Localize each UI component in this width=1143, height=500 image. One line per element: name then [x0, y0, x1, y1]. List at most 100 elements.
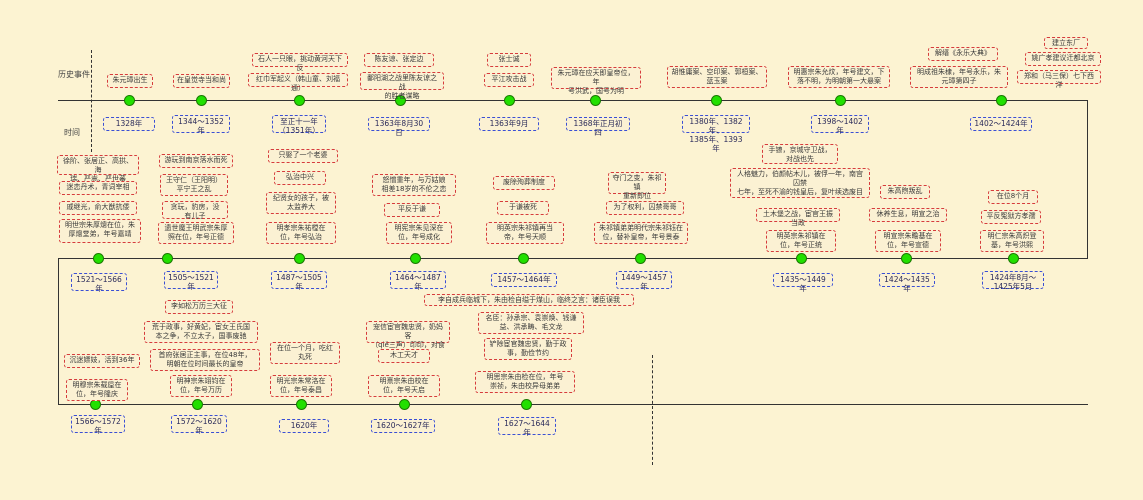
event-box: 姚广孝建议迁都北京	[1025, 52, 1101, 66]
timeline-node	[409, 252, 421, 264]
timeline-node	[195, 94, 207, 106]
event-box: 明世宗朱厚熜在位，朱 厚熜堂弟，年号嘉靖	[59, 219, 141, 243]
time-box: 1344～1352 年	[172, 115, 230, 135]
event-box: 人格魅力，伯颜帖木儿，被俘一年，南宫囚禁 七年，至死不渝的钱皇后，复叶续选废目	[730, 168, 870, 198]
event-box: 平反于谦	[384, 203, 440, 217]
event-box: 李如松万历三大征	[165, 300, 233, 314]
time-box: 1424～1435年	[879, 273, 935, 293]
event-box: 明神宗朱翊钧在 位，年号万历	[170, 375, 232, 397]
event-box: 明英宗朱祁镇在 位，年号正统	[766, 230, 836, 252]
event-box: 荒于政事，好黄妃，宦女王氏国 本之争，不立太子，国事废驰	[144, 321, 258, 343]
time-box: 1521～1566 年	[71, 273, 127, 293]
time-box: 1566～1572 年	[71, 415, 125, 435]
event-box: 明宪宗朱见深在 位，年号成化	[386, 222, 452, 244]
event-box: 朱高煦叛乱	[880, 185, 930, 199]
timeline-row-1	[58, 100, 1088, 101]
event-box: 王守仁（王阳明） 平宁王之乱	[160, 174, 228, 196]
time-box: 1368年正月初四	[566, 117, 630, 137]
event-box: 明思宗朱由检在位，年号 崇祯，朱由校异母弟弟	[475, 371, 575, 393]
time-box: 1505～1521 年	[164, 271, 218, 291]
time-box: 至正十一年 （1351年）	[272, 115, 326, 135]
event-box: 徐阶、张居正、高拱、海 瑞、严嵩、严世蕃	[57, 155, 139, 183]
timeline-node	[191, 398, 203, 410]
timeline-connector-right	[1087, 100, 1088, 258]
timeline-row-3	[58, 404, 1088, 405]
timeline-node	[1007, 252, 1019, 264]
event-box: 怒憎重年，与万姑娘 相差18岁的不伦之恋	[372, 174, 456, 196]
event-box: 铲除宦官魏忠贤，勤于政 事，勤俭节约	[484, 338, 572, 360]
event-box: 游玩到南京落水而死	[159, 154, 233, 168]
event-box: 沉迷嫖妓，活到36年	[64, 354, 140, 368]
event-box: 戚继光，俞大猷抗倭	[59, 201, 137, 215]
event-box: 明宣宗朱瞻基在 位，年号宣德	[875, 230, 941, 252]
event-box: 贪玩，豹房，没 有儿子	[162, 201, 228, 220]
event-box: 木工天才	[378, 349, 430, 363]
event-box: 遗世魔王明武宗朱厚 照在位，年号正德	[158, 222, 234, 244]
time-box: 1363年9月	[479, 117, 539, 131]
time-box: 1464～1487 年	[390, 271, 446, 291]
timeline-node	[92, 252, 104, 264]
event-box: 陈友谅、张定边	[364, 53, 434, 67]
event-box: 平江攻击战	[484, 73, 534, 87]
divider-top	[91, 50, 92, 152]
time-box: 1424年8月～ 1425年5月	[982, 271, 1044, 291]
event-box: 明成祖朱棣，年号永乐，朱 元璋第四子	[910, 66, 1008, 88]
timeline-node	[795, 252, 807, 264]
event-box: 胡惟庸案、空印案、郭桓案、 蓝玉案	[667, 66, 767, 88]
timeline-node	[398, 398, 410, 410]
event-box: 明穆宗朱载垕在 位，年号隆庆	[66, 379, 128, 401]
time-box: 1449～1457 年	[616, 271, 672, 291]
event-box: 朱元璋出生	[107, 74, 153, 88]
timeline-node	[900, 252, 912, 264]
event-box: 废除殉葬制度	[493, 176, 555, 190]
time-box: 1328年	[103, 117, 155, 131]
events-row-label: 历史事件	[58, 70, 90, 79]
event-box: 解缙《永乐大典》	[928, 47, 998, 61]
event-box: 为了权利，囚禁哥哥	[606, 201, 684, 215]
time-box: 1398～1402 年	[811, 115, 869, 135]
timeline-connector-left	[58, 258, 59, 404]
timeline-node	[634, 252, 646, 264]
event-box: 明英宗朱祁镇再当 帝，年号天顺	[486, 222, 564, 244]
timeline-node	[161, 252, 173, 264]
timeline-node	[295, 398, 307, 410]
time-box: 1487～1505 年	[271, 271, 327, 291]
event-box: 在位一个月，吃红 丸死	[270, 342, 340, 364]
event-box: 石人一只眼，挑动黄河天下反	[252, 53, 348, 72]
event-box: 明光宗朱常洛在 位，年号泰昌	[270, 375, 332, 397]
timeline-node	[520, 398, 532, 410]
event-box: 明仁宗朱高炽登 基，年号洪熙	[980, 230, 1044, 252]
event-box: 纪贤女的孩子，被 太监养大	[266, 192, 336, 214]
event-box: 鄱阳湖之战里陈友谅之战 的胜者谋略	[360, 72, 444, 100]
event-box: 郑和（马三保）七下西洋	[1017, 70, 1101, 89]
event-box: 只娶了一个老婆	[268, 149, 338, 163]
time-box: 1620年	[279, 419, 329, 433]
timeline-node	[394, 94, 406, 106]
event-box: 张士诚	[487, 53, 531, 67]
timeline-node	[503, 94, 515, 106]
timeline-node	[517, 252, 529, 264]
event-box: 土木堡之战，宦官王振当政	[756, 208, 840, 227]
event-box: 朱祁镇弟弟明代宗朱祁钰在 位，替补皇帝，年号景泰	[594, 222, 688, 244]
event-box: 明惠宗朱允炆，年号建文，下 落不明，为明朝第一大悬案	[788, 66, 890, 88]
time-box: 1402～1424年	[970, 117, 1032, 131]
event-box: 宠信宦官魏忠贤，奶妈客 （qiě三声）印印，对食	[366, 321, 450, 349]
time-row-label: 时间	[64, 128, 80, 137]
timeline-node	[123, 94, 135, 106]
event-box: 手镣，京城守卫战， 对战也先	[762, 144, 838, 164]
event-box: 明熹宗朱由校在 位，年号天启	[368, 375, 440, 397]
event-box: 在位8个月	[988, 190, 1038, 204]
event-box: 弘治中兴	[274, 171, 326, 185]
timeline-node	[293, 252, 305, 264]
event-box: 建立东厂	[1044, 37, 1088, 49]
time-box: 1363年8月30日	[368, 117, 430, 137]
time-box: 1572～1620 年	[171, 415, 227, 435]
event-box: 平反冤狱方孝孺	[981, 210, 1041, 224]
event-box: 迷恋丹术，青词宰相	[59, 181, 137, 195]
event-box: 朱元璋在应天即皇帝位，年 号洪武，国号为明	[551, 67, 641, 95]
event-box: 于谦被死	[497, 201, 549, 215]
event-box: 名臣：孙承宗、袁崇焕、钱谦 益、洪承畴、毛文龙	[478, 312, 584, 334]
timeline-node	[293, 94, 305, 106]
divider-bottom	[652, 355, 653, 465]
